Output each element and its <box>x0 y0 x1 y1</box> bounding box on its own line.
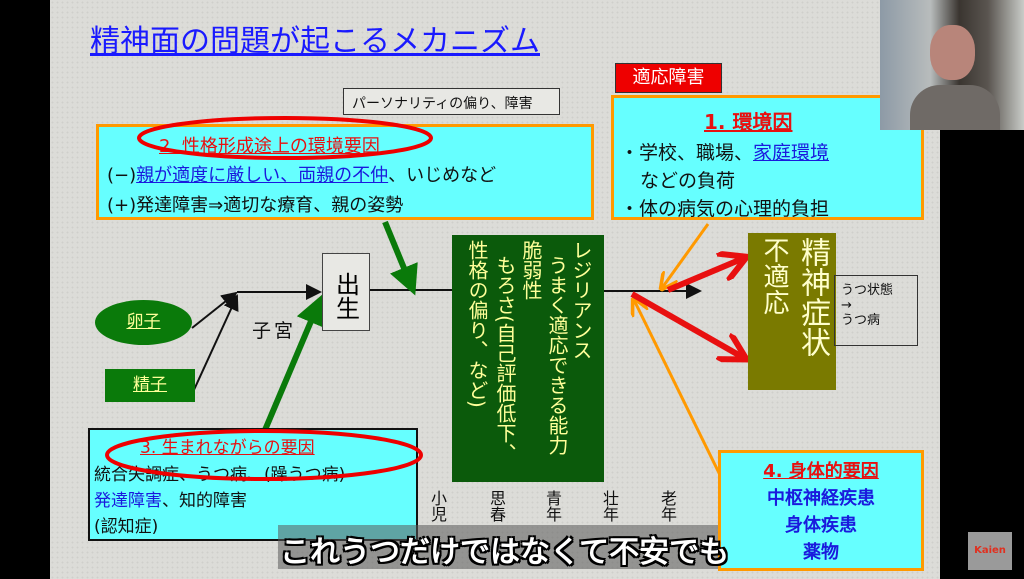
factor3-line2: 発達障害、知的障害 <box>94 486 247 511</box>
red-ellipse-factor3 <box>105 429 423 481</box>
age-elderly: 老年 <box>658 490 677 522</box>
birth-box: 出生 <box>322 253 370 331</box>
factor2-line1: (−)親が適度に厳しい、両親の不仲、いじめなど <box>107 161 496 187</box>
depressive-state: うつ状態 <box>841 283 894 298</box>
sperm-node: 精子 <box>105 369 195 402</box>
psychiatric-symptoms: 精神症状 <box>795 237 830 357</box>
red-arrow-upper <box>666 258 744 293</box>
green-arrow-factor2 <box>382 220 418 296</box>
factor4-line1: 中枢神経疾患 <box>767 488 875 509</box>
age-adulthood: 壮年 <box>600 490 619 522</box>
personality-bias: 性格の偏り、など) <box>465 240 489 408</box>
slide-title: 精神面の問題が起こるメカニズム <box>90 24 540 59</box>
depression-box: うつ状態 → うつ病 <box>834 275 918 346</box>
factor4-box: 4. 身体的要因 中枢神経疾患 身体疾患 薬物 <box>718 450 924 571</box>
orange-arrow-factor4 <box>634 300 722 476</box>
factor4-line3: 薬物 <box>803 542 839 563</box>
factor1-line3: ・体の病気の心理的負担 <box>620 198 830 220</box>
factor2-line2: (+)発達障害⇒適切な療育、親の姿勢 <box>107 195 404 216</box>
resilience-label: レジリアンス <box>569 240 593 360</box>
age-puberty: 思春 <box>487 490 506 522</box>
green-arrow-factor3 <box>262 294 325 432</box>
sperm-arrow <box>192 294 239 393</box>
factor1-school: ・学校、職場、 <box>620 142 754 164</box>
factor4-title: 4. 身体的要因 <box>763 461 879 482</box>
factor2-minus: (−) <box>107 165 137 186</box>
kaien-logo: Kaien <box>968 532 1012 570</box>
factor3-box: 3. 生まれながらの要因 統合失調症、うつ病、(躁うつ病) 発達障害、知的障害 … <box>88 428 418 541</box>
outcome-box: 精神症状 不適応 <box>748 233 836 390</box>
factor2-bullying: 、いじめなど <box>388 165 497 186</box>
factor1-line1: ・学校、職場、家庭環境 <box>620 138 829 165</box>
resilience-desc: うまく適応できる能力 <box>545 255 569 455</box>
red-arrow-lower <box>630 291 744 358</box>
adjustment-disorder-label: 適応障害 <box>615 63 722 93</box>
vulnerability-label: 脆弱性 <box>519 240 543 300</box>
presenter-face <box>930 25 975 80</box>
vulnerability-desc: もろさ(自己評価低下、 <box>493 255 517 463</box>
intellectual-disability: 、知的障害 <box>162 491 247 511</box>
egg-node: 卵子 <box>95 300 192 345</box>
webcam-feed <box>880 0 1024 130</box>
factor1-line2: などの負荷 <box>640 170 736 192</box>
presenter-body <box>910 85 1000 130</box>
factor2-parent-link: 親が適度に厳しい、両親の不仲 <box>136 165 389 186</box>
womb-label: 子宮 <box>252 320 297 342</box>
factor1-home-link: 家庭環境 <box>753 142 830 164</box>
personality-label: パーソナリティの偏り、障害 <box>343 88 560 115</box>
factor2-title: 2. 性格形成途上の環境要因 <box>159 136 380 157</box>
orange-arrow-factor1 <box>662 223 710 288</box>
depression: うつ病 <box>841 313 881 328</box>
factor1-title: 1. 環境因 <box>704 110 793 134</box>
red-ellipse-factor2 <box>137 116 433 160</box>
resilience-box: レジリアンス うまく適応できる能力 脆弱性 もろさ(自己評価低下、 性格の偏り、… <box>452 235 604 482</box>
maladjustment: 不適応 <box>759 237 789 315</box>
age-childhood: 小児 <box>428 490 447 522</box>
factor1-box: 1. 環境因 ・学校、職場、家庭環境 などの負荷 ・体の病気の心理的負担 <box>611 95 924 220</box>
developmental-disorder: 発達障害 <box>94 491 162 511</box>
factor2-box: 2. 性格形成途上の環境要因 (−)親が適度に厳しい、両親の不仲、いじめなど (… <box>96 124 594 220</box>
age-youth: 青年 <box>543 490 562 522</box>
factor3-title: 3. 生まれながらの要因 <box>140 438 315 458</box>
factor4-line2: 身体疾患 <box>785 515 857 536</box>
progress-arrow: → <box>841 298 852 313</box>
subtitle-background <box>278 525 718 569</box>
video-subtitle: これうつだけではなくて不安でも <box>280 535 730 570</box>
factor3-line3: (認知症) <box>94 517 159 537</box>
